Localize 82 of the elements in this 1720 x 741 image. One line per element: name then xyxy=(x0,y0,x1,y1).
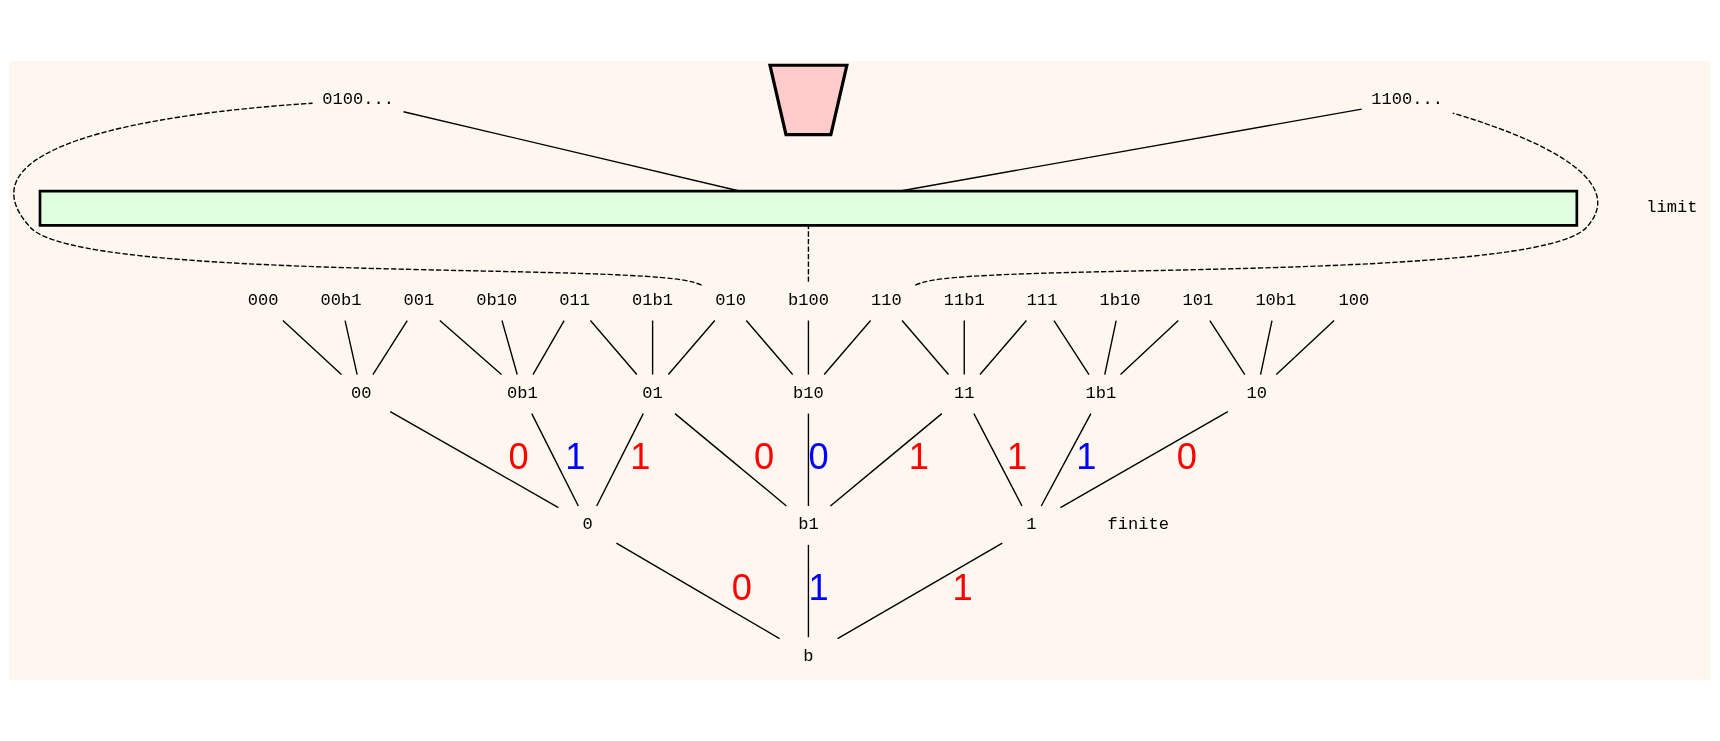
connector xyxy=(898,108,1363,192)
node-text: 0b10 xyxy=(476,291,518,311)
node-text: 1b1 xyxy=(1085,384,1117,404)
node-text: 001 xyxy=(403,291,435,311)
connector xyxy=(1104,319,1117,376)
connector xyxy=(532,319,565,376)
connector xyxy=(589,319,638,376)
edge-label: 1 xyxy=(1006,435,1028,477)
node-text: 101 xyxy=(1182,291,1214,311)
connector xyxy=(807,412,810,507)
connector xyxy=(901,319,950,376)
connector xyxy=(914,112,1599,286)
edge-label: 1 xyxy=(908,435,929,477)
node-text: b xyxy=(803,646,814,666)
connector xyxy=(807,544,810,638)
edge-label: 0 xyxy=(808,435,829,477)
connector xyxy=(372,319,408,376)
connector xyxy=(596,412,644,507)
node-text: 00b1 xyxy=(320,291,362,311)
node-text: 0 xyxy=(582,515,593,535)
connector xyxy=(829,412,943,507)
connector xyxy=(389,410,560,509)
node-bar xyxy=(38,189,1579,227)
connector xyxy=(1053,319,1090,376)
connector xyxy=(836,542,1003,640)
connector xyxy=(1259,319,1273,376)
node-text: 10 xyxy=(1246,384,1267,404)
edge-label: 1 xyxy=(808,567,829,609)
node-text: 11 xyxy=(954,384,975,404)
edge-label: 1 xyxy=(952,567,973,609)
node-text: b1 xyxy=(798,515,819,535)
connector xyxy=(979,319,1028,376)
connector xyxy=(807,224,810,283)
node-text: b10 xyxy=(793,384,824,404)
node-text: 010 xyxy=(715,291,746,311)
node-text: 011 xyxy=(559,291,591,311)
node-text: 11b1 xyxy=(943,291,985,311)
connector xyxy=(1275,319,1335,376)
connector xyxy=(667,319,716,376)
connector xyxy=(439,319,503,376)
connector xyxy=(823,319,872,376)
edge-label: 0 xyxy=(508,435,529,477)
connector xyxy=(674,412,788,507)
node-text: 1b10 xyxy=(1099,291,1141,311)
node-text: 110 xyxy=(870,291,902,311)
edge-label: 1 xyxy=(630,435,651,477)
node-text: 10b1 xyxy=(1255,291,1297,311)
edge-label: 1 xyxy=(1076,435,1097,477)
node-text: 000 xyxy=(247,291,279,311)
node-text: b100 xyxy=(787,291,829,311)
connector xyxy=(807,319,810,376)
node-text: 100 xyxy=(1338,291,1370,311)
connector xyxy=(344,319,358,376)
edge-label: 0 xyxy=(1176,435,1197,477)
connector xyxy=(501,319,518,376)
connector xyxy=(1119,319,1180,376)
node-text: 1 xyxy=(1026,515,1037,535)
connector xyxy=(531,412,579,507)
label: finite xyxy=(1107,515,1169,535)
connector xyxy=(402,111,742,192)
label: limit xyxy=(1646,198,1698,218)
connector xyxy=(745,319,794,376)
node-text: 0100... xyxy=(322,90,394,110)
connector xyxy=(651,319,654,376)
connector xyxy=(973,412,1023,507)
connector xyxy=(615,542,781,640)
connector xyxy=(963,319,965,376)
node-text: 111 xyxy=(1026,291,1058,311)
node-text: 1100... xyxy=(1371,90,1443,110)
node-text: 0b1 xyxy=(507,384,538,404)
node-text: 00 xyxy=(351,384,372,404)
edge-label: 1 xyxy=(565,435,586,477)
node-text: 01 xyxy=(642,384,663,404)
edge-label: 0 xyxy=(754,435,775,477)
connector xyxy=(282,319,343,376)
connector xyxy=(1209,319,1246,376)
connector xyxy=(1040,412,1092,507)
edge-label: 0 xyxy=(731,567,752,609)
node-trapezoid xyxy=(768,63,849,137)
connector xyxy=(1059,410,1229,509)
connector xyxy=(13,102,703,286)
node-text: 01b1 xyxy=(632,291,674,311)
